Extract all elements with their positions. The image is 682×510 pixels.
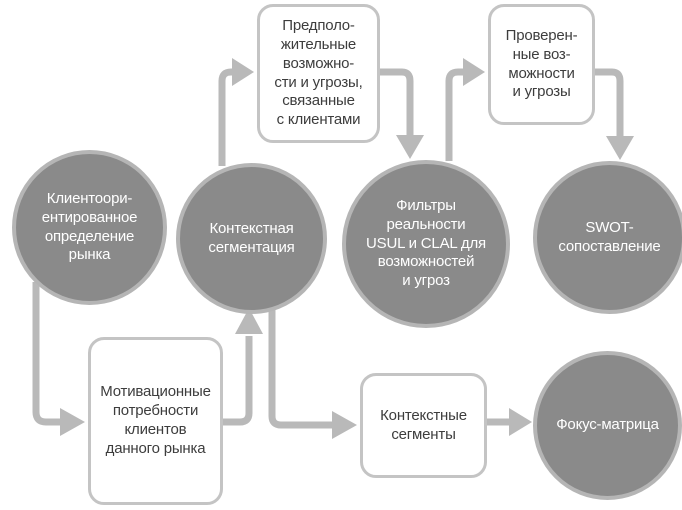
edge-context-to-hypothetical <box>218 68 232 166</box>
node-verified-opportunities-threats: Проверен- ные воз- можности и угрозы <box>488 4 595 125</box>
node-contextual-segments: Контекстные сегменты <box>360 373 487 478</box>
node-label: Мотивационные потребности клиентов данно… <box>100 383 211 457</box>
node-reality-filters: Фильтры реальности USUL и CLAL для возмо… <box>342 160 510 328</box>
node-label: Клиентоори- ентированное определение рын… <box>41 189 138 264</box>
node-hypothetical-opportunities-threats: Предполо- жительные возможно- сти и угро… <box>257 4 380 143</box>
node-contextual-segmentation: Контекстная сегментация <box>176 163 327 314</box>
node-motivational-client-needs: Мотивационные потребности клиентов данно… <box>88 337 223 505</box>
node-label: Фильтры реальности USUL и CLAL для возмо… <box>366 196 486 290</box>
node-label: Предполо- жительные возможно- сти и угро… <box>274 16 363 129</box>
edge-context-to-segments <box>268 308 332 429</box>
arrowhead-into-filters <box>396 135 424 159</box>
edge-verified-to-swot <box>595 68 624 136</box>
node-label: Контекстная сегментация <box>208 219 295 256</box>
arrowhead-into-needs <box>60 408 85 436</box>
arrowhead-into-focus <box>509 408 532 436</box>
edge-client-to-needs <box>32 282 60 426</box>
node-label: Контекстные сегменты <box>380 406 467 443</box>
edge-hypothetical-to-filters <box>380 68 414 135</box>
node-swot-comparison: SWOT- сопоставление <box>533 161 682 314</box>
arrowhead-into-verified <box>463 58 485 86</box>
arrowhead-into-hypothetical <box>232 58 254 86</box>
arrowhead-into-swot <box>606 136 634 160</box>
arrowhead-into-segments <box>332 411 357 439</box>
node-label: SWOT- сопоставление <box>558 218 661 255</box>
edge-needs-to-context <box>223 336 253 426</box>
node-focus-matrix: Фокус-матрица <box>533 351 682 500</box>
node-label: Проверен- ные воз- можности и угрозы <box>505 26 578 101</box>
edge-filters-to-verified <box>445 68 463 161</box>
node-label: Фокус-матрица <box>556 416 659 434</box>
node-client-oriented-market-definition: Клиентоори- ентированное определение рын… <box>12 150 167 305</box>
arrowhead-into-context <box>235 308 263 334</box>
